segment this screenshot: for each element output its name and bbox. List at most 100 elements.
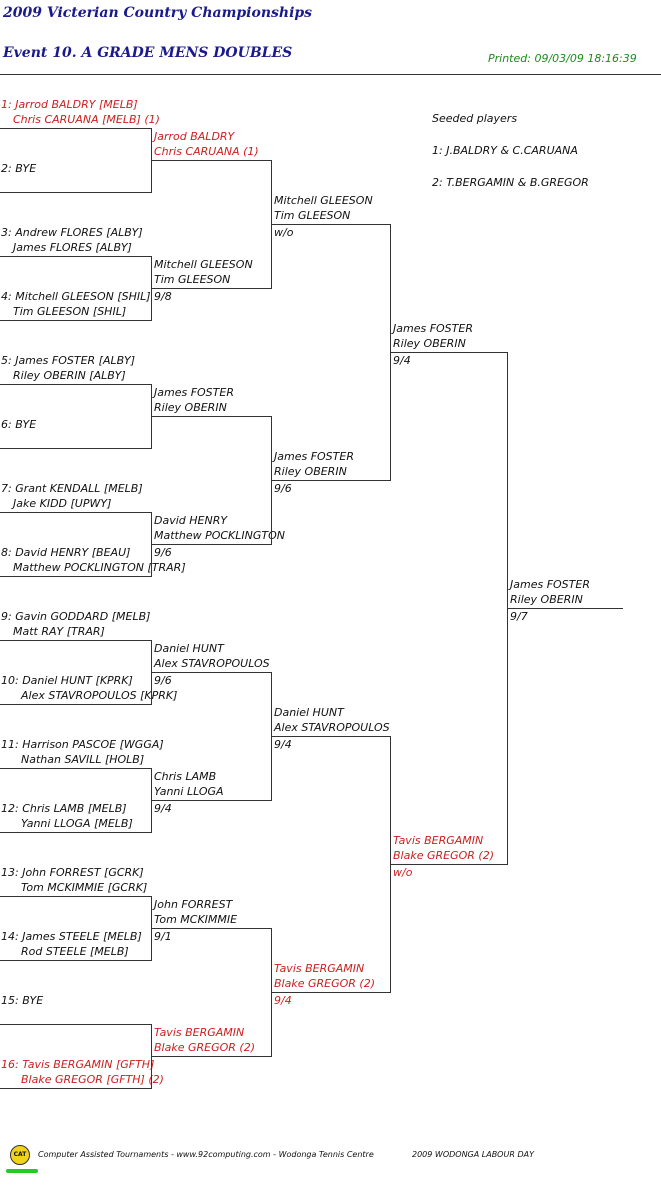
entry-2-line bbox=[0, 192, 151, 193]
r2-winner-7-player-1: John FORREST bbox=[154, 898, 233, 911]
r2-winner-2-score: 9/8 bbox=[154, 290, 172, 303]
r2-winner-2-player-1: Mitchell GLEESON bbox=[154, 258, 253, 271]
r2-winner-3-player-2: Riley OBERIN bbox=[154, 401, 227, 414]
r3-winner-1-player-1: Mitchell GLEESON bbox=[274, 194, 373, 207]
champion-line bbox=[507, 608, 623, 609]
semi-winner-2-player-2: Blake GREGOR (2) bbox=[393, 849, 494, 862]
r3-winner-4-player-2: Blake GREGOR (2) bbox=[274, 977, 375, 990]
semi-winner-2-player-1: Tavis BERGAMIN bbox=[393, 834, 484, 847]
entry-14-player-1: 14: James STEELE [MELB] bbox=[1, 930, 142, 943]
r3-winner-3-player-1: Daniel HUNT bbox=[274, 706, 344, 719]
r3-winner-4-line bbox=[271, 992, 390, 993]
r3-winner-2-score: 9/6 bbox=[274, 482, 292, 495]
entry-10-line bbox=[0, 704, 151, 705]
r2-winner-1-player-1: Jarrod BALDRY bbox=[154, 130, 235, 143]
final-score: 9/7 bbox=[510, 610, 528, 623]
r2-winner-6-player-2: Yanni LLOGA bbox=[154, 785, 224, 798]
semi-winner-1-score: 9/4 bbox=[393, 354, 411, 367]
event-title: Event 10. A GRADE MENS DOUBLES bbox=[3, 45, 293, 61]
r2-winner-7-player-2: Tom MCKIMMIE bbox=[154, 913, 238, 926]
entry-8-line bbox=[0, 576, 151, 577]
r2-winner-2-player-2: Tim GLEESON bbox=[154, 273, 231, 286]
entry-8-player-2: Matthew POCKLINGTON [TRAR] bbox=[13, 561, 186, 574]
entry-11-player-1: 11: Harrison PASCOE [WGGA] bbox=[1, 738, 164, 751]
entry-12-line bbox=[0, 832, 151, 833]
entry-13-player-2: Tom MCKIMMIE [GCRK] bbox=[21, 881, 148, 894]
r2-winner-4-line bbox=[151, 544, 271, 545]
entry-7-player-2: Jake KIDD [UPWY] bbox=[13, 497, 112, 510]
entry-9-player-1: 9: Gavin GODDARD [MELB] bbox=[1, 610, 151, 623]
champion-player-1: James FOSTER bbox=[510, 578, 590, 591]
entry-6-line bbox=[0, 448, 151, 449]
r2-winner-7-line bbox=[151, 928, 271, 929]
entry-7-player-1: 7: Grant KENDALL [MELB] bbox=[1, 482, 143, 495]
cat-logo-icon: CAT bbox=[10, 1145, 30, 1165]
r3-winner-2-line bbox=[271, 480, 390, 481]
r2-winner-5-player-2: Alex STAVROPOULOS bbox=[154, 657, 270, 670]
r2-winner-5-player-1: Daniel HUNT bbox=[154, 642, 224, 655]
entry-14-player-2: Rod STEELE [MELB] bbox=[21, 945, 129, 958]
entry-10-player-2: Alex STAVROPOULOS [KPRK] bbox=[21, 689, 178, 702]
r3-winner-1-score: w/o bbox=[274, 226, 294, 239]
page-title: 2009 Victerian Country Championships bbox=[3, 5, 313, 21]
r2-winner-6-score: 9/4 bbox=[154, 802, 172, 815]
entry-6-player-1: 6: BYE bbox=[1, 418, 37, 431]
r2-winner-8-player-2: Blake GREGOR (2) bbox=[154, 1041, 255, 1054]
entry-13-line bbox=[0, 896, 151, 897]
seed-entry-2: 2: T.BERGAMIN & B.GREGOR bbox=[432, 176, 589, 189]
r2-winner-8-line bbox=[151, 1056, 271, 1057]
entry-12-player-2: Yanni LLOGA [MELB] bbox=[21, 817, 133, 830]
entry-1-player-2: Chris CARUANA [MELB] (1) bbox=[13, 113, 160, 126]
entry-7-line bbox=[0, 512, 151, 513]
seed-entry-1: 1: J.BALDRY & C.CARUANA bbox=[432, 144, 578, 157]
r2-winner-6-line bbox=[151, 800, 271, 801]
entry-3-line bbox=[0, 256, 151, 257]
entry-1-line bbox=[0, 128, 151, 129]
semi-winner-2-score: w/o bbox=[393, 866, 413, 879]
seeds-heading: Seeded players bbox=[432, 112, 518, 125]
r3-winner-2-player-1: James FOSTER bbox=[274, 450, 354, 463]
entry-16-player-1: 16: Tavis BERGAMIN [GFTH] bbox=[1, 1058, 155, 1071]
entry-4-player-1: 4: Mitchell GLEESON [SHIL] bbox=[1, 290, 151, 303]
printed-timestamp: Printed: 09/03/09 18:16:39 bbox=[488, 52, 637, 65]
entry-15-player-1: 15: BYE bbox=[1, 994, 44, 1007]
r2-winner-1-player-2: Chris CARUANA (1) bbox=[154, 145, 259, 158]
r2-winner-5-line bbox=[151, 672, 271, 673]
r3-winner-3-line bbox=[271, 736, 390, 737]
entry-5-line bbox=[0, 384, 151, 385]
entry-9-player-2: Matt RAY [TRAR] bbox=[13, 625, 105, 638]
r2-winner-5-score: 9/6 bbox=[154, 674, 172, 687]
r2-winner-1-line bbox=[151, 160, 271, 161]
semi-winner-1-line bbox=[390, 352, 507, 353]
r2-winner-4-player-2: Matthew POCKLINGTON bbox=[154, 529, 286, 542]
entry-10-player-1: 10: Daniel HUNT [KPRK] bbox=[1, 674, 133, 687]
r2-winner-4-player-1: David HENRY bbox=[154, 514, 228, 527]
entry-3-player-1: 3: Andrew FLORES [ALBY] bbox=[1, 226, 143, 239]
semi-winner-1-player-2: Riley OBERIN bbox=[393, 337, 466, 350]
header-rule bbox=[0, 74, 661, 75]
r3-winner-4-score: 9/4 bbox=[274, 994, 292, 1007]
entry-13-player-1: 13: John FORREST [GCRK] bbox=[1, 866, 144, 879]
footer-credit: Computer Assisted Tournaments - www.92co… bbox=[38, 1150, 374, 1159]
entry-14-line bbox=[0, 960, 151, 961]
entry-8-player-1: 8: David HENRY [BEAU] bbox=[1, 546, 131, 559]
logo-underline bbox=[6, 1169, 38, 1173]
r2-winner-6-player-1: Chris LAMB bbox=[154, 770, 217, 783]
entry-15-line bbox=[0, 1024, 151, 1025]
r3-winner-3-score: 9/4 bbox=[274, 738, 292, 751]
r2-winner-7-score: 9/1 bbox=[154, 930, 172, 943]
entry-16-line bbox=[0, 1088, 151, 1089]
semi-winner-1-player-1: James FOSTER bbox=[393, 322, 473, 335]
entry-5-player-2: Riley OBERIN [ALBY] bbox=[13, 369, 126, 382]
entry-11-line bbox=[0, 768, 151, 769]
entry-3-player-2: James FLORES [ALBY] bbox=[13, 241, 132, 254]
champion-player-2: Riley OBERIN bbox=[510, 593, 583, 606]
semi-winner-2-line bbox=[390, 864, 507, 865]
entry-9-line bbox=[0, 640, 151, 641]
r2-winner-2-line bbox=[151, 288, 271, 289]
entry-11-player-2: Nathan SAVILL [HOLB] bbox=[21, 753, 145, 766]
r3-winner-2-player-2: Riley OBERIN bbox=[274, 465, 347, 478]
r2-winner-3-line bbox=[151, 416, 271, 417]
r3-winner-1-line bbox=[271, 224, 390, 225]
entry-16-player-2: Blake GREGOR [GFTH] (2) bbox=[21, 1073, 164, 1086]
